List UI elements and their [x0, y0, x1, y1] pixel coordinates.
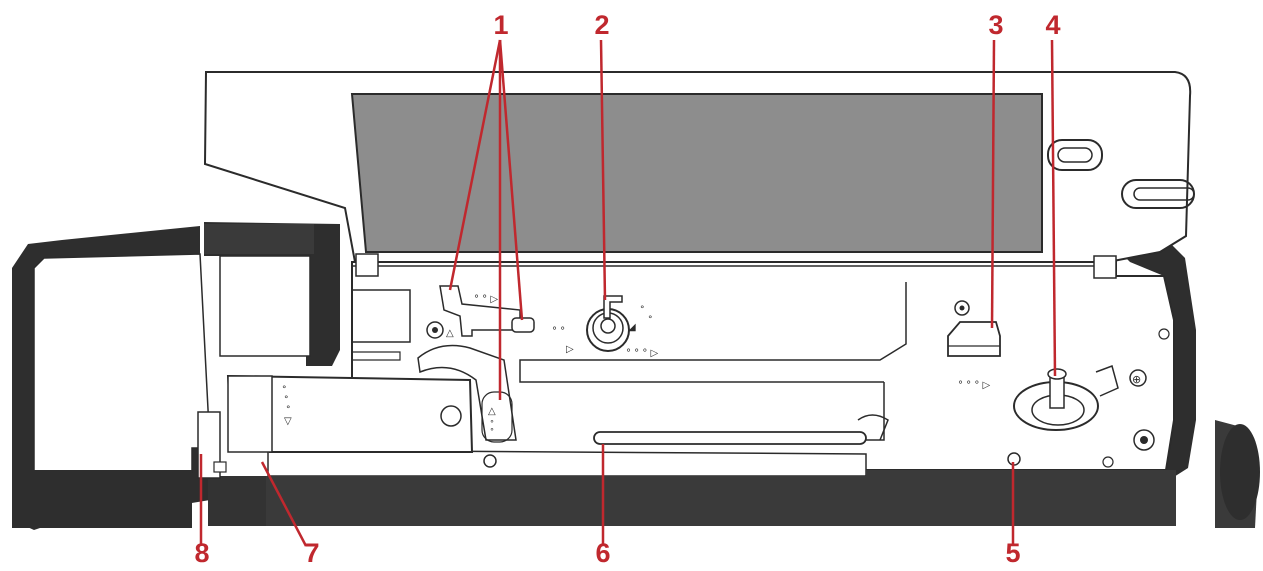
- svg-text:▽: ▽: [284, 416, 292, 427]
- svg-text:°: °: [282, 385, 287, 395]
- svg-text:°: °: [490, 419, 494, 428]
- svg-text:▷: ▷: [566, 344, 574, 355]
- bobbin-winder-spindle: ° ° ° ▷ ⊕: [958, 328, 1170, 451]
- bobbin-thread-cutter-block: ° ° ° ▽: [226, 374, 474, 453]
- svg-text:◢: ◢: [628, 322, 636, 333]
- leader-line-1b: [498, 39, 524, 321]
- left-frame: [12, 226, 211, 530]
- accessory-screw-hole: [1007, 452, 1114, 468]
- pre-tension-disc: ° ° ▷ ◢ ° ° ° ° ° ▷: [552, 295, 659, 359]
- callout-number-3: 3: [988, 10, 1004, 40]
- bobbin-thread-guide: [947, 300, 1001, 357]
- callout-number-1: 1: [493, 10, 509, 40]
- svg-text:° ° ▷: ° ° ▷: [474, 294, 498, 305]
- leader-line-1a: [448, 39, 502, 291]
- svg-text:°: °: [490, 427, 494, 436]
- leader-line-7: [260, 461, 308, 547]
- callout-number-5: 5: [1005, 538, 1021, 568]
- svg-text:°: °: [640, 305, 645, 315]
- leader-lines: [199, 39, 1057, 547]
- callout-number-4: 4: [1045, 10, 1061, 40]
- callout-number-6: 6: [595, 538, 611, 568]
- svg-text:° °: ° °: [552, 326, 565, 337]
- svg-text:△: △: [446, 328, 454, 339]
- leader-line-3: [990, 39, 996, 329]
- svg-text:°: °: [284, 395, 289, 405]
- callout-number-7: 7: [304, 538, 320, 568]
- svg-text:△: △: [488, 406, 496, 417]
- callout-number-2: 2: [594, 10, 610, 40]
- svg-text:°: °: [648, 315, 653, 325]
- leader-line-4: [1050, 39, 1057, 377]
- left-component-column: [197, 255, 411, 479]
- thread-slot: [593, 414, 889, 445]
- lid-window: [350, 93, 1043, 253]
- svg-text:° ° ° ▷: ° ° ° ▷: [958, 380, 991, 391]
- callout-number-8: 8: [194, 538, 210, 568]
- svg-text:°: °: [286, 405, 291, 415]
- lid: [203, 71, 1195, 263]
- machine-top: [351, 253, 1175, 477]
- svg-text:° ° ° ▷: ° ° ° ▷: [626, 348, 659, 359]
- right-frame: [1120, 238, 1260, 528]
- front-strip: [208, 449, 1176, 526]
- leader-line-2: [599, 39, 607, 301]
- svg-text:⊕: ⊕: [1132, 373, 1141, 386]
